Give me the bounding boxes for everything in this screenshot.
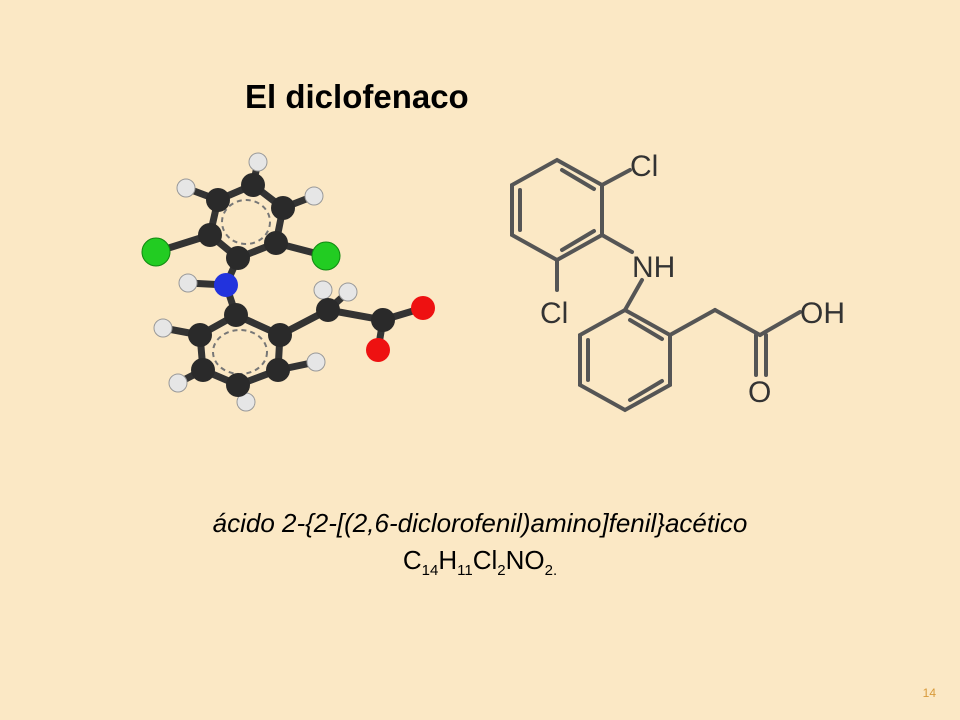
molecular-formula: C14H11Cl2NO2. (0, 545, 960, 580)
formula-o: O (524, 545, 545, 575)
label-oh: OH (800, 297, 845, 330)
formula-h-count: 11 (457, 562, 473, 580)
ball-and-stick-model (141, 152, 435, 412)
formula-n: N (505, 545, 525, 575)
page-number: 14 (922, 686, 936, 700)
formula-c-count: 14 (421, 562, 439, 580)
skeletal-labels: Cl NH Cl OH O (540, 150, 845, 409)
formula-cl-count: 2 (497, 562, 506, 580)
skeletal-bonds (510, 157, 802, 413)
slide-title: El diclofenaco (245, 78, 469, 115)
formula-cl: Cl (472, 545, 498, 575)
label-cl-top: Cl (630, 150, 658, 183)
formula-suffix: . (552, 562, 558, 580)
atoms (141, 152, 435, 412)
formula-o-count: 2 (544, 562, 553, 580)
label-cl-bottom: Cl (540, 297, 568, 330)
label-o: O (748, 376, 771, 409)
formula-c: C (402, 545, 422, 575)
skeletal-structure: Cl NH Cl OH O (510, 150, 845, 413)
label-nh: NH (632, 251, 675, 284)
formula-h: H (438, 545, 458, 575)
iupac-name: ácido 2-{2-[(2,6-diclorofenil)amino]feni… (212, 508, 748, 538)
